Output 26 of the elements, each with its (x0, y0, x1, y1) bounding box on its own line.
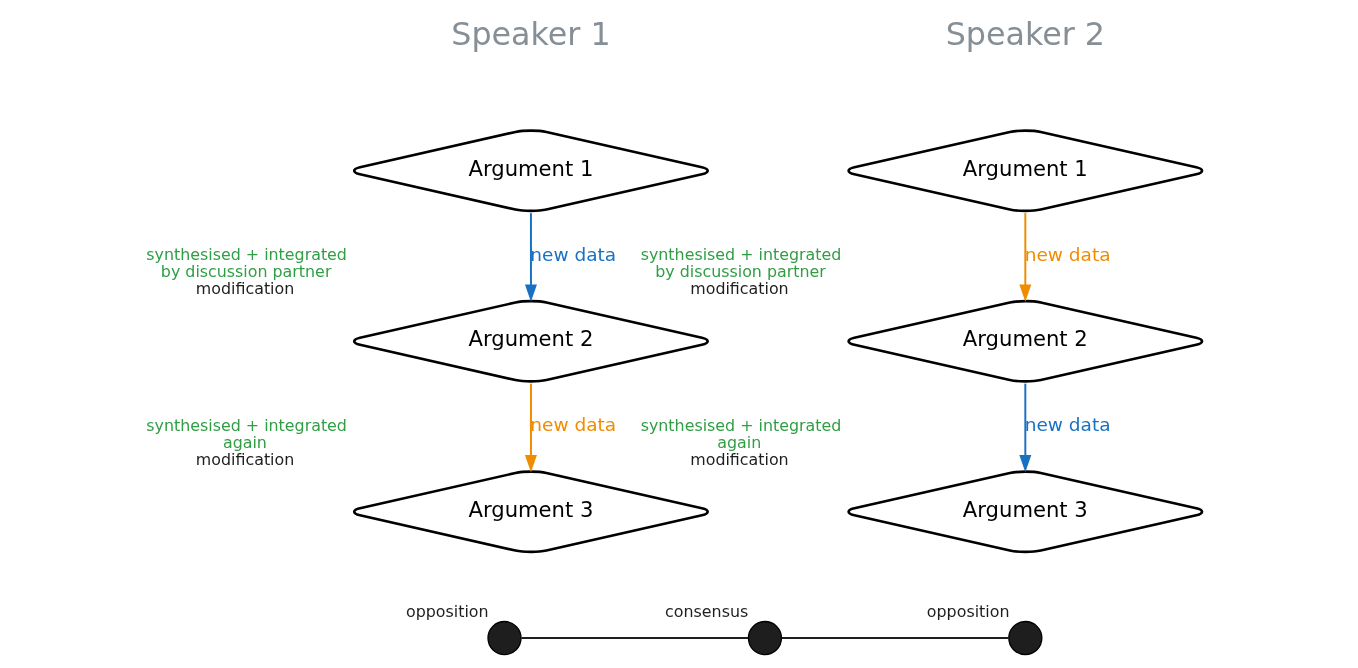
node-label: opposition (926, 602, 1010, 622)
arrow (524, 382, 537, 473)
node-label: synthesised + integrated again (640, 415, 842, 452)
arrow (1019, 212, 1032, 302)
arrow (1019, 382, 1032, 473)
node-label: modification (690, 279, 789, 299)
arrow (524, 212, 537, 302)
node-label: synthesised + integrated by discussion partner (146, 245, 347, 282)
label: Speaker 1 (451, 16, 611, 53)
node-label: modification (690, 450, 789, 469)
node-label: consensus (665, 602, 749, 622)
node-label: modification (195, 279, 295, 299)
connector (520, 637, 750, 639)
node-label: opposition (406, 602, 489, 622)
node-label: modification (195, 450, 295, 469)
node-circle (747, 620, 783, 656)
edge-label: new data (530, 414, 617, 436)
node-label: synthesised + integrated by discussion partner (640, 245, 842, 282)
node-circle (487, 620, 522, 656)
label: Speaker 2 (945, 16, 1105, 53)
edge-label: new data (1024, 414, 1111, 436)
edge-label: new data (1024, 243, 1111, 265)
node-label: synthesised + integrated again (146, 415, 347, 452)
node-circle (1008, 620, 1043, 656)
edge-label: new data (530, 243, 617, 265)
connector (780, 637, 1010, 639)
